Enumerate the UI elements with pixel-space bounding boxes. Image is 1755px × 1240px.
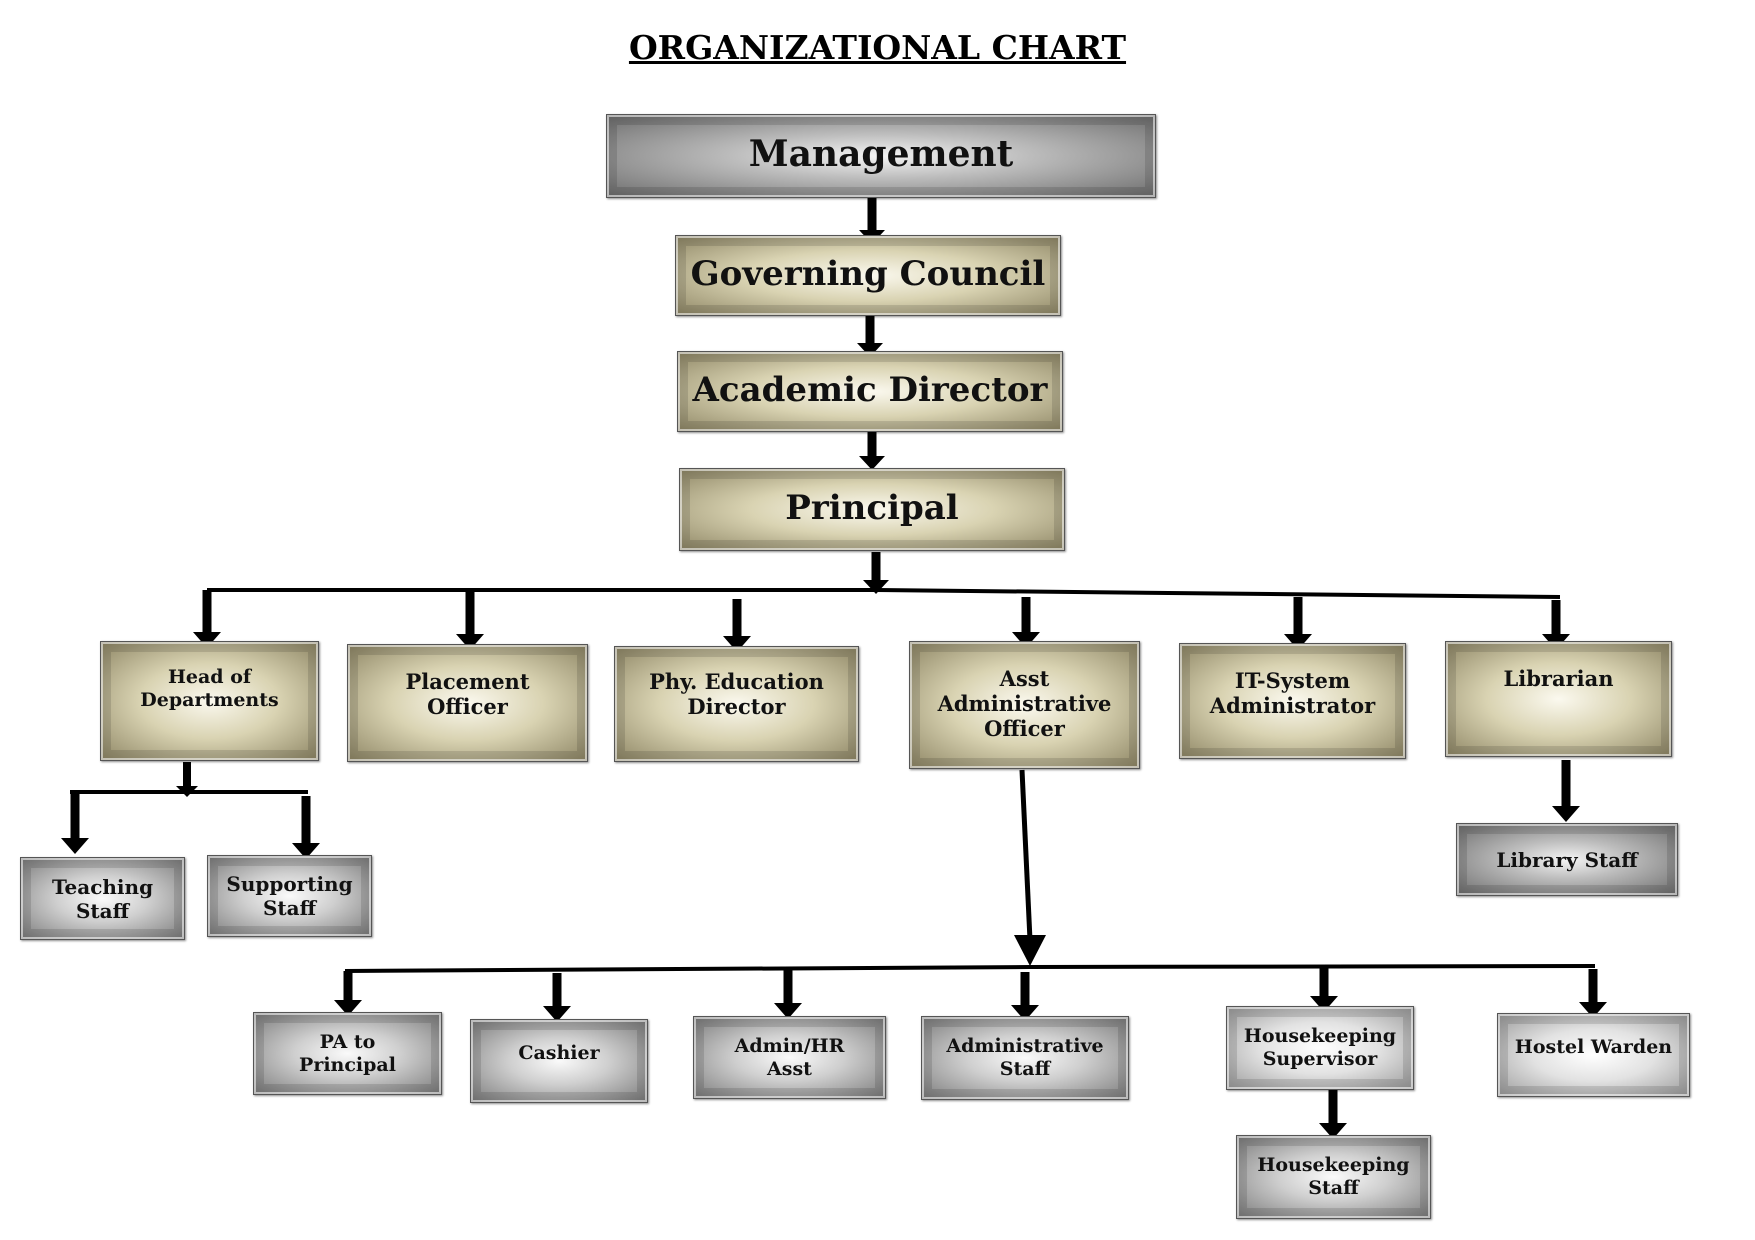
principal-bus-line [207,588,1561,599]
arrowhead-icon [1012,632,1040,648]
node-label: IT-System Administrator [1209,668,1376,719]
node-library-staff[interactable]: Library Staff [1456,823,1678,896]
arrowhead-icon [176,786,198,797]
node-asst-administrative-officer[interactable]: Asst Administrative Officer [909,641,1140,769]
node-label: Administrative Staff [946,1035,1104,1080]
node-hostel-warden[interactable]: Hostel Warden [1497,1013,1690,1097]
arrowhead-icon [1552,806,1580,822]
node-cashier[interactable]: Cashier [470,1019,648,1103]
arrow-aao-to-bus [1019,769,1033,941]
arrowhead-icon [863,580,889,594]
node-label: Teaching Staff [51,874,154,923]
node-phy-education-director[interactable]: Phy. Education Director [614,646,859,762]
node-management[interactable]: Management [606,114,1156,198]
node-admin-hr-asst[interactable]: Admin/HR Asst [693,1016,886,1099]
node-head-of-departments[interactable]: Head of Departments [100,641,319,761]
node-label: Head of Departments [140,666,279,711]
arrowhead-icon [543,1006,571,1022]
node-label: Principal [785,488,959,529]
node-label: Housekeeping Staff [1257,1154,1410,1199]
arrowhead-icon [193,632,221,648]
node-principal[interactable]: Principal [679,468,1065,551]
arrowhead-icon [1310,996,1338,1012]
node-teaching-staff[interactable]: Teaching Staff [20,857,185,940]
arrowhead-icon [723,636,751,652]
arrowhead-icon [1579,1002,1607,1018]
node-label: Cashier [518,1042,600,1064]
arrowhead-icon [292,843,320,859]
node-academic-director[interactable]: Academic Director [677,351,1063,432]
node-label: Admin/HR Asst [734,1034,845,1080]
aao-bus-line [344,964,1596,973]
chart-title: ORGANIZATIONAL CHART [628,28,1127,67]
node-label: PA to Principal [299,1030,396,1076]
node-supporting-staff[interactable]: Supporting Staff [207,855,372,937]
arrowhead-icon [1319,1123,1347,1139]
arrowhead-icon [859,456,885,470]
node-governing-council[interactable]: Governing Council [675,235,1061,316]
node-label: Hostel Warden [1514,1036,1673,1058]
node-label: Supporting Staff [226,872,353,920]
node-label: Phy. Education Director [649,669,824,720]
arrowhead-icon [774,1003,802,1019]
node-placement-officer[interactable]: Placement Officer [347,644,588,762]
node-label: Placement Officer [405,669,530,720]
node-label: Governing Council [690,254,1046,295]
node-administrative-staff[interactable]: Administrative Staff [921,1016,1129,1100]
arrowhead-icon [1011,1005,1039,1021]
node-label: Management [748,133,1014,176]
arrowhead-icon [456,634,484,650]
node-housekeeping-supervisor[interactable]: Housekeeping Supervisor [1226,1006,1414,1090]
arrowhead-icon [334,1000,362,1016]
node-label: Housekeeping Supervisor [1243,1025,1397,1070]
node-librarian[interactable]: Librarian [1445,641,1672,757]
node-it-system-administrator[interactable]: IT-System Administrator [1179,643,1406,759]
node-label: Academic Director [692,370,1048,411]
arrowhead-icon [61,838,89,854]
node-label: Library Staff [1496,847,1638,872]
node-label: Asst Administrative Officer [937,666,1112,742]
node-housekeeping-staff[interactable]: Housekeeping Staff [1236,1135,1431,1219]
node-pa-to-principal[interactable]: PA to Principal [253,1012,442,1095]
node-label: Librarian [1503,666,1614,691]
arrowhead-icon [1284,634,1312,650]
arrowhead-icon [857,343,883,357]
arrowhead-icon [1014,935,1046,966]
arrow-heads [61,230,1607,1139]
